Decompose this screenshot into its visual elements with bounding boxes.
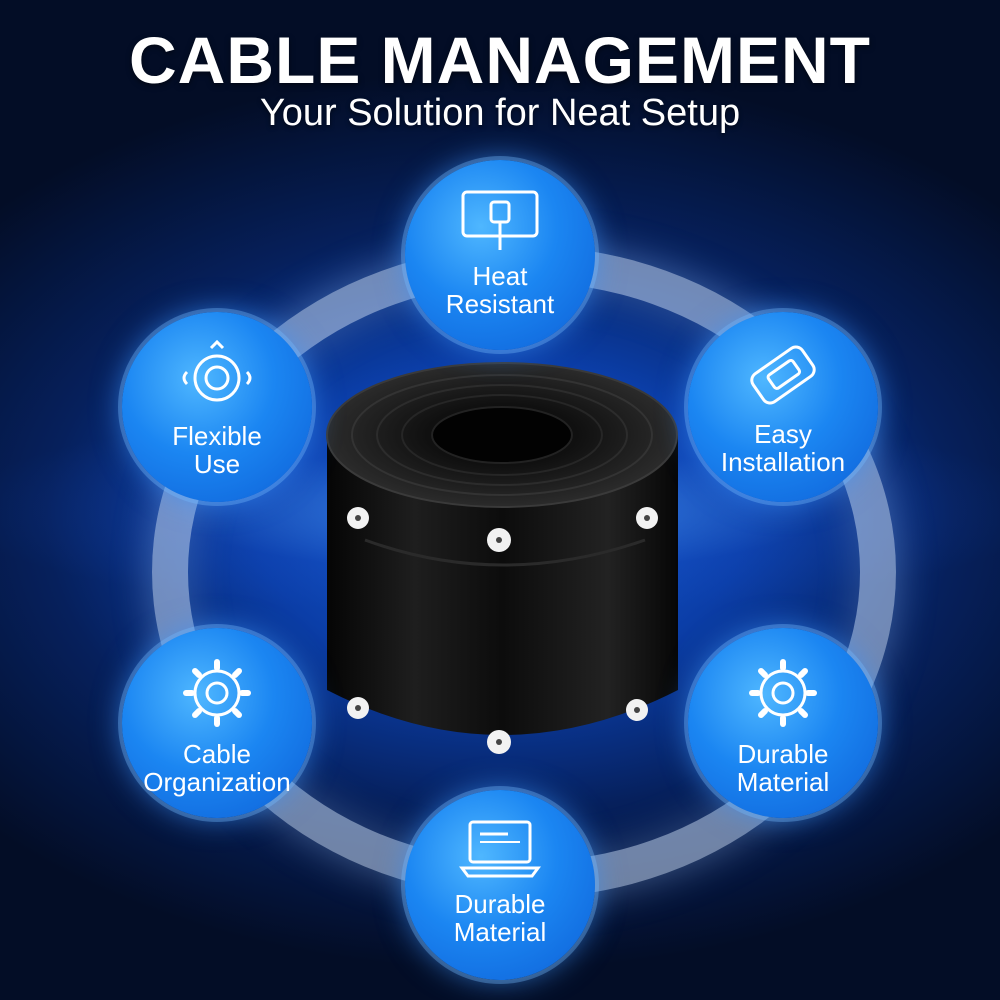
laptop-icon <box>459 820 541 878</box>
feature-easy-installation: Easy Installation <box>688 312 878 502</box>
feature-label: Cable Organization <box>143 739 291 797</box>
page-subtitle: Your Solution for Neat Setup <box>259 92 741 134</box>
gear-icon <box>183 659 251 727</box>
clip-icon <box>750 345 816 405</box>
feature-label: Flexible Use <box>172 421 262 479</box>
monitor-plug-icon <box>461 190 539 250</box>
feature-label: Durable Material <box>453 889 547 947</box>
feature-durable-material-bottom: Durable Material <box>405 790 595 980</box>
feature-heat-resistant: Heat Resistant <box>405 160 595 350</box>
feature-flexible-use: Flexible Use <box>122 312 312 502</box>
target-icon <box>182 340 252 402</box>
gear-icon <box>749 659 817 727</box>
cable-sleeve-roll-image <box>326 362 678 754</box>
feature-durable-material-right: Durable Material <box>688 628 878 818</box>
page-title: CABLE MANAGEMENT <box>129 23 871 97</box>
feature-label: Easy Installation <box>720 419 846 477</box>
feature-cable-organization: Cable Organization <box>122 628 312 818</box>
feature-label: Durable Material <box>736 739 830 797</box>
feature-label: Heat Resistant <box>445 261 555 319</box>
